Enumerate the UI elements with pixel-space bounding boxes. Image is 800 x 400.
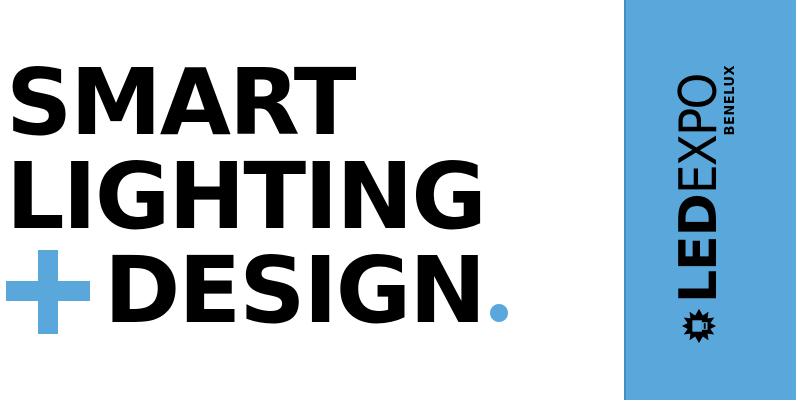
headline-line-smart: SMART xyxy=(6,49,356,156)
plus-icon xyxy=(6,250,90,334)
led-expo-logo: LED EXPO BENELUX xyxy=(669,55,751,345)
headline-line-design: DESIGN xyxy=(6,244,606,338)
logo-wordmark: LED EXPO xyxy=(669,55,729,345)
headline-line-lighting: LIGHTING xyxy=(6,143,487,250)
logo-led-text: LED xyxy=(669,194,729,303)
accent-dot xyxy=(490,304,509,322)
logo-expo-text: EXPO xyxy=(669,74,729,195)
led-expo-panel: LED EXPO BENELUX xyxy=(624,0,796,400)
headline-design-word: DESIGN xyxy=(104,237,486,344)
lightbulb-icon xyxy=(681,308,717,344)
headline: SMART LIGHTING DESIGN xyxy=(6,56,606,338)
logo-benelux-text: BENELUX xyxy=(723,65,738,136)
